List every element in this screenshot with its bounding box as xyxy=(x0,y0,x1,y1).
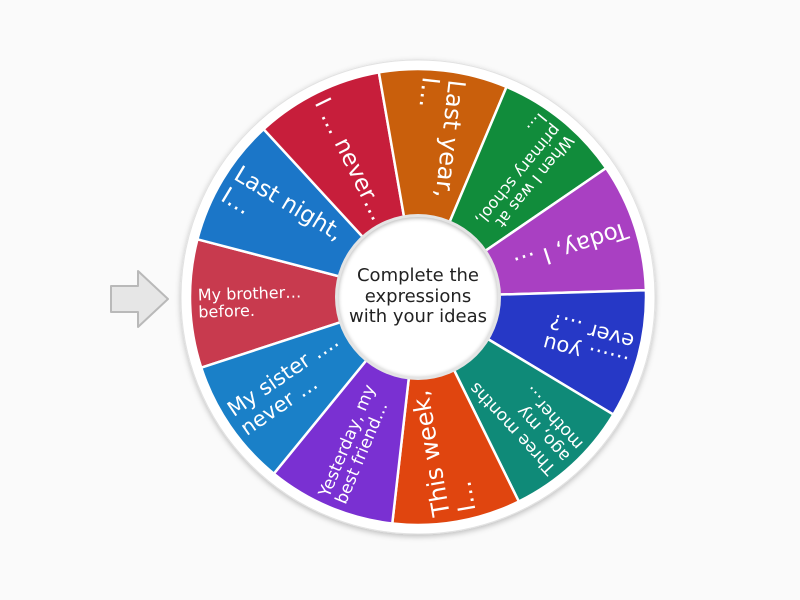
arrow-right-icon xyxy=(110,270,169,328)
center-text: Complete the expressions with your ideas xyxy=(348,264,487,328)
segment-label-text: Today, I … xyxy=(510,216,632,279)
wheel-center-hub[interactable]: Complete the expressions with your ideas xyxy=(338,217,498,377)
wheel-segment xyxy=(188,237,423,370)
